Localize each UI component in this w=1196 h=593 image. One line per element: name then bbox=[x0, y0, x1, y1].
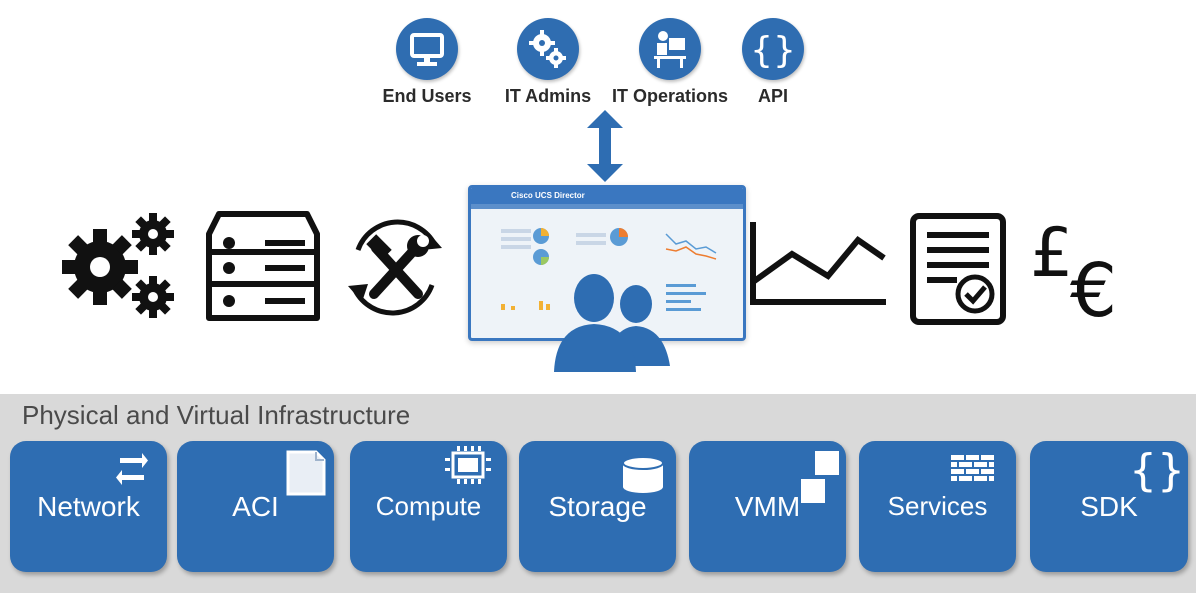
svg-text:{}: {} bbox=[750, 30, 796, 71]
dashboard-screenshot: Cisco UCS Director bbox=[468, 185, 746, 341]
currency-icon: £ € bbox=[1030, 214, 1117, 324]
tile-network[interactable]: Network bbox=[10, 441, 167, 572]
persona-label: End Users bbox=[382, 86, 472, 106]
tile-label: ACI bbox=[232, 491, 279, 522]
persona-label: IT Operations bbox=[611, 86, 728, 106]
tile-services[interactable]: Services bbox=[859, 441, 1016, 572]
arrows-icon bbox=[116, 453, 148, 485]
chip-icon bbox=[445, 446, 491, 484]
persona-label: IT Admins bbox=[504, 86, 592, 106]
document-icon bbox=[286, 450, 326, 496]
svg-text:€: € bbox=[1070, 248, 1117, 324]
firewall-icon bbox=[951, 455, 994, 481]
double-arrow-icon bbox=[587, 110, 623, 182]
tile-aci[interactable]: ACI bbox=[177, 441, 334, 572]
gears-icon bbox=[517, 18, 579, 80]
tile-sdk[interactable]: {} SDK bbox=[1030, 441, 1188, 572]
tile-storage[interactable]: Storage bbox=[519, 441, 676, 572]
gears-icon bbox=[62, 213, 174, 318]
persona-api: {} API bbox=[703, 18, 843, 107]
operator-icon bbox=[639, 18, 701, 80]
checklist-icon bbox=[910, 213, 1006, 325]
braces-icon: {} bbox=[1134, 445, 1180, 493]
vm-squares-icon bbox=[801, 451, 839, 503]
dashboard-title: Cisco UCS Director bbox=[471, 188, 743, 204]
tile-label: Compute bbox=[375, 491, 482, 521]
tile-label: Services bbox=[887, 491, 988, 521]
tile-label: Storage bbox=[548, 491, 647, 522]
line-chart-icon bbox=[750, 222, 886, 305]
tile-label: VMM bbox=[734, 491, 801, 522]
persona-end-users: End Users bbox=[357, 18, 497, 107]
persona-it-operations: IT Operations bbox=[600, 18, 740, 107]
tile-label: SDK bbox=[1080, 491, 1138, 522]
monitor-icon bbox=[396, 18, 458, 80]
server-icon bbox=[206, 211, 320, 321]
tile-compute[interactable]: Compute bbox=[350, 441, 507, 572]
svg-text:£: £ bbox=[1030, 214, 1073, 293]
svg-text:{}: {} bbox=[1134, 445, 1180, 493]
dashboard-widgets bbox=[501, 228, 717, 311]
braces-icon: {} bbox=[742, 18, 804, 80]
tile-label: Network bbox=[37, 491, 140, 522]
infrastructure-title: Physical and Virtual Infrastructure bbox=[22, 400, 411, 430]
tools-cycle-icon bbox=[348, 219, 442, 316]
users-icon bbox=[554, 274, 670, 372]
database-icon bbox=[622, 456, 664, 493]
tile-vmm[interactable]: VMM bbox=[689, 441, 846, 572]
persona-it-admins: IT Admins bbox=[478, 18, 618, 107]
persona-label: API bbox=[757, 86, 788, 106]
